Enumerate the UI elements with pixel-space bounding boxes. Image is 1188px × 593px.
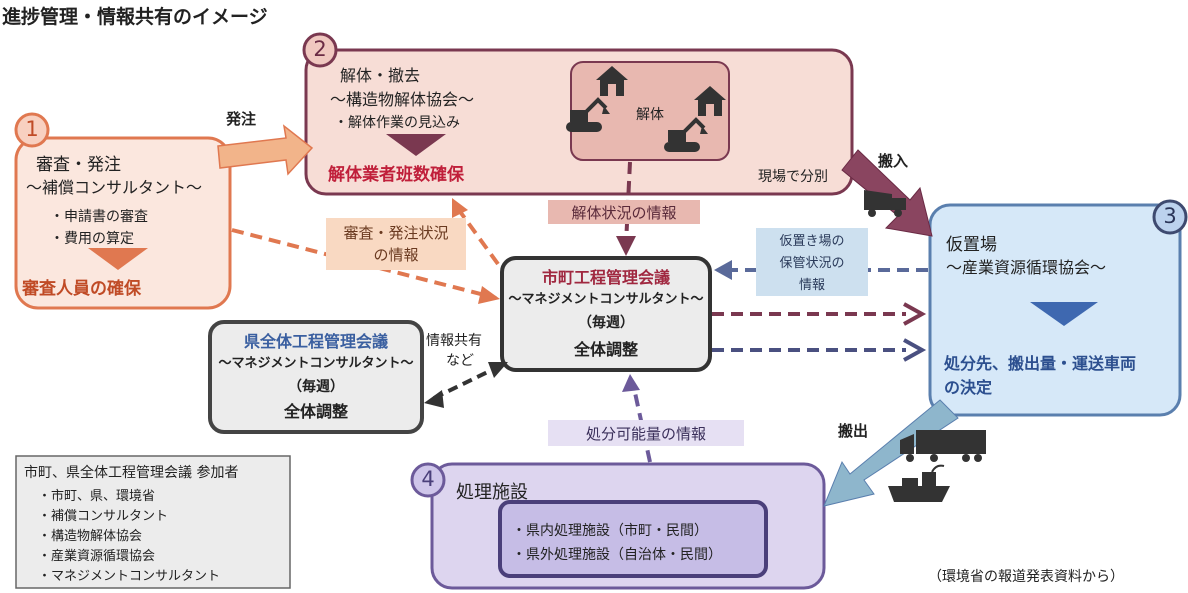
node2-title: 解体・撤去 bbox=[340, 66, 421, 85]
order-label: 発注 bbox=[226, 110, 257, 128]
facility-inner-box bbox=[498, 500, 768, 578]
node3-result-triangle bbox=[1030, 302, 1098, 326]
participant-item: ・産業資源循環協会 bbox=[38, 549, 156, 564]
node1-bullet: ・申請書の審査 bbox=[50, 209, 148, 225]
review-info-label: 審査・発注状況 bbox=[343, 224, 449, 242]
source-note: （環境省の報道発表資料から） bbox=[928, 569, 1124, 585]
excavator-icon bbox=[566, 97, 610, 132]
facility-item: ・県外処理施設（自治体・民間） bbox=[512, 547, 722, 563]
capacity-info-arrowhead bbox=[622, 374, 640, 392]
facility-item: ・県内処理施設（市町・民間） bbox=[512, 523, 708, 539]
capacity-info-label-bg bbox=[548, 420, 744, 446]
node3-number-circle bbox=[1152, 199, 1188, 235]
demolition-info-label-bg bbox=[548, 200, 700, 224]
node3-number: 3 bbox=[1163, 204, 1177, 228]
node1-box bbox=[14, 136, 232, 310]
review-info-arrowhead bbox=[478, 286, 500, 304]
node1-result: 審査人員の確保 bbox=[22, 279, 141, 299]
order-arrow bbox=[217, 124, 314, 176]
carry-out-label: 搬出 bbox=[838, 422, 869, 440]
storage-info-label: 仮置き場の bbox=[779, 234, 845, 249]
carry-out-arrow bbox=[823, 399, 959, 507]
node1-bullet: ・費用の算定 bbox=[50, 231, 134, 247]
pref-title: 県全体工程管理会議 bbox=[243, 332, 388, 351]
center-frequency: （毎週） bbox=[578, 315, 634, 331]
pref-subtitle: ～マネジメントコンサルタント～ bbox=[218, 356, 414, 371]
pref-frequency: （毎週） bbox=[288, 379, 344, 395]
share-info-arrow bbox=[433, 366, 497, 400]
participant-item: ・マネジメントコンサルタント bbox=[38, 569, 221, 584]
house-icon bbox=[694, 86, 726, 116]
node2-result: 解体業者班数確保 bbox=[328, 165, 464, 185]
demolition-info-label: 解体状況の情報 bbox=[571, 204, 677, 222]
participant-item: ・構造物解体協会 bbox=[38, 529, 143, 544]
node2-number-circle bbox=[302, 32, 338, 68]
storage-info-label-bg bbox=[756, 228, 868, 296]
center-role: 全体調整 bbox=[573, 340, 638, 359]
node3-subtitle: ～産業資源循環協会～ bbox=[946, 258, 1107, 277]
node4-title: 処理施設 bbox=[456, 482, 528, 503]
share-info-label: など bbox=[446, 353, 474, 369]
excavator-icon bbox=[664, 117, 708, 152]
node4-number: 4 bbox=[421, 467, 435, 491]
node1-number: 1 bbox=[25, 117, 39, 141]
node1-result-triangle bbox=[88, 248, 148, 270]
storage-info-label: 情報 bbox=[798, 278, 825, 293]
participant-item: ・補償コンサルタント bbox=[38, 509, 169, 524]
node3-title: 仮置場 bbox=[946, 235, 997, 255]
share-info-arrowhead-right bbox=[488, 362, 508, 378]
dump-truck-icon bbox=[864, 190, 906, 217]
participant-item: ・市町、県、環境省 bbox=[38, 489, 156, 504]
capacity-info-label: 処分可能量の情報 bbox=[585, 425, 706, 443]
pref-role: 全体調整 bbox=[283, 402, 348, 421]
node1-number-circle bbox=[14, 112, 50, 148]
report-up-arrowhead bbox=[452, 198, 468, 218]
carry-in-label: 搬入 bbox=[878, 152, 909, 170]
center-subtitle: ～マネジメントコンサルタント～ bbox=[508, 292, 704, 307]
share-info-label: 情報共有 bbox=[426, 333, 482, 349]
on-site-sorting-label: 現場で分別 bbox=[758, 169, 828, 185]
center-to-node3-navy-arrowhead bbox=[903, 338, 927, 362]
participants-heading: 市町、県全体工程管理会議 参加者 bbox=[24, 465, 239, 481]
pref-box bbox=[208, 320, 424, 434]
node2-bullet: ・解体作業の見込み bbox=[334, 115, 460, 131]
center-title: 市町工程管理会議 bbox=[541, 268, 670, 287]
node2-result-triangle bbox=[386, 134, 446, 156]
capacity-info-arrow bbox=[632, 387, 652, 463]
participants-box bbox=[15, 455, 291, 589]
center-to-node3-maroon-arrowhead bbox=[903, 302, 927, 326]
node1-subtitle: ～補償コンサルタント～ bbox=[26, 178, 203, 197]
node3-result: の決定 bbox=[944, 378, 993, 397]
demolition-info-arrowhead bbox=[616, 236, 636, 256]
review-info-label-bg bbox=[326, 218, 466, 270]
share-info-arrowhead-left bbox=[424, 390, 444, 408]
center-box bbox=[500, 256, 712, 372]
review-info-label: の情報 bbox=[373, 246, 419, 264]
node2-subtitle: ～構造物解体協会～ bbox=[330, 90, 475, 109]
demolition-label: 解体 bbox=[636, 107, 664, 123]
node3-result: 処分先、搬出量・運送車両 bbox=[944, 354, 1137, 373]
house-icon bbox=[596, 66, 628, 96]
node4-number-circle bbox=[410, 462, 446, 498]
freight-truck-icon bbox=[900, 430, 986, 462]
node1-title: 審査・発注 bbox=[36, 155, 121, 175]
cargo-ship-icon bbox=[888, 464, 950, 502]
report-up-arrow bbox=[454, 204, 500, 266]
carry-in-arrow bbox=[841, 149, 933, 237]
storage-info-arrowhead bbox=[714, 260, 732, 280]
node2-number: 2 bbox=[313, 37, 327, 61]
page-title: 進捗管理・情報共有のイメージ bbox=[2, 6, 268, 28]
storage-info-label: 保管状況の bbox=[779, 256, 845, 271]
